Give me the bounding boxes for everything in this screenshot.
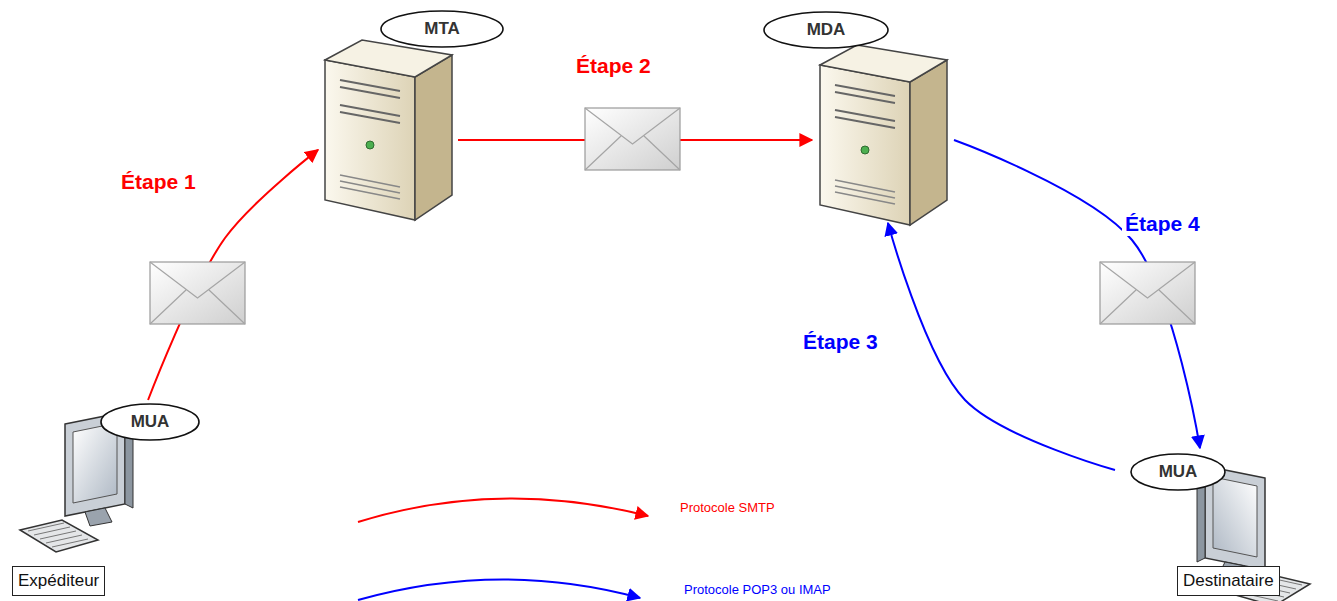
envelope-icon: [150, 262, 245, 324]
host-group: MDA: [812, 8, 954, 223]
flow-arrow: [954, 140, 1200, 448]
step-label: Étape 2: [573, 54, 654, 78]
name-label: Expéditeur: [18, 571, 99, 590]
role-oval: MDA: [763, 11, 889, 49]
role-oval: MTA: [380, 10, 504, 48]
host-group: MTA: [318, 8, 458, 223]
oval-outline: [1131, 454, 1225, 490]
flow-arrow: [888, 223, 1115, 470]
drawing-part: [148, 140, 1200, 470]
role-label: MUA: [1159, 462, 1198, 482]
step-label: Étape 1: [118, 170, 199, 194]
oval-outline: [381, 11, 503, 47]
name-box: Expéditeur: [12, 566, 105, 596]
role-label: MTA: [424, 19, 460, 39]
role-oval: MUA: [100, 403, 200, 441]
name-label: Destinataire: [1183, 571, 1274, 590]
legend-sample-line: [358, 579, 640, 600]
legend-sample-line: [358, 498, 648, 522]
server-illustration: [820, 45, 947, 225]
oval-outline: [764, 12, 888, 48]
oval-outline: [101, 404, 199, 440]
host-group: MUA Destinataire: [1115, 448, 1330, 601]
role-oval: MUA: [1130, 453, 1226, 491]
step-label: Étape 3: [800, 330, 881, 354]
host-group: MUA Expéditeur: [10, 400, 205, 600]
envelope-icon: [585, 108, 680, 170]
envelope-icon: [1100, 262, 1195, 324]
step-label: Étape 4: [1122, 212, 1203, 236]
role-label: MUA: [131, 412, 170, 432]
legend-text: Protocole SMTP: [678, 500, 777, 515]
server-illustration: [325, 40, 452, 220]
name-box: Destinataire: [1177, 566, 1280, 596]
role-label: MDA: [807, 20, 846, 40]
legend-text: Protocole POP3 ou IMAP: [682, 582, 833, 597]
